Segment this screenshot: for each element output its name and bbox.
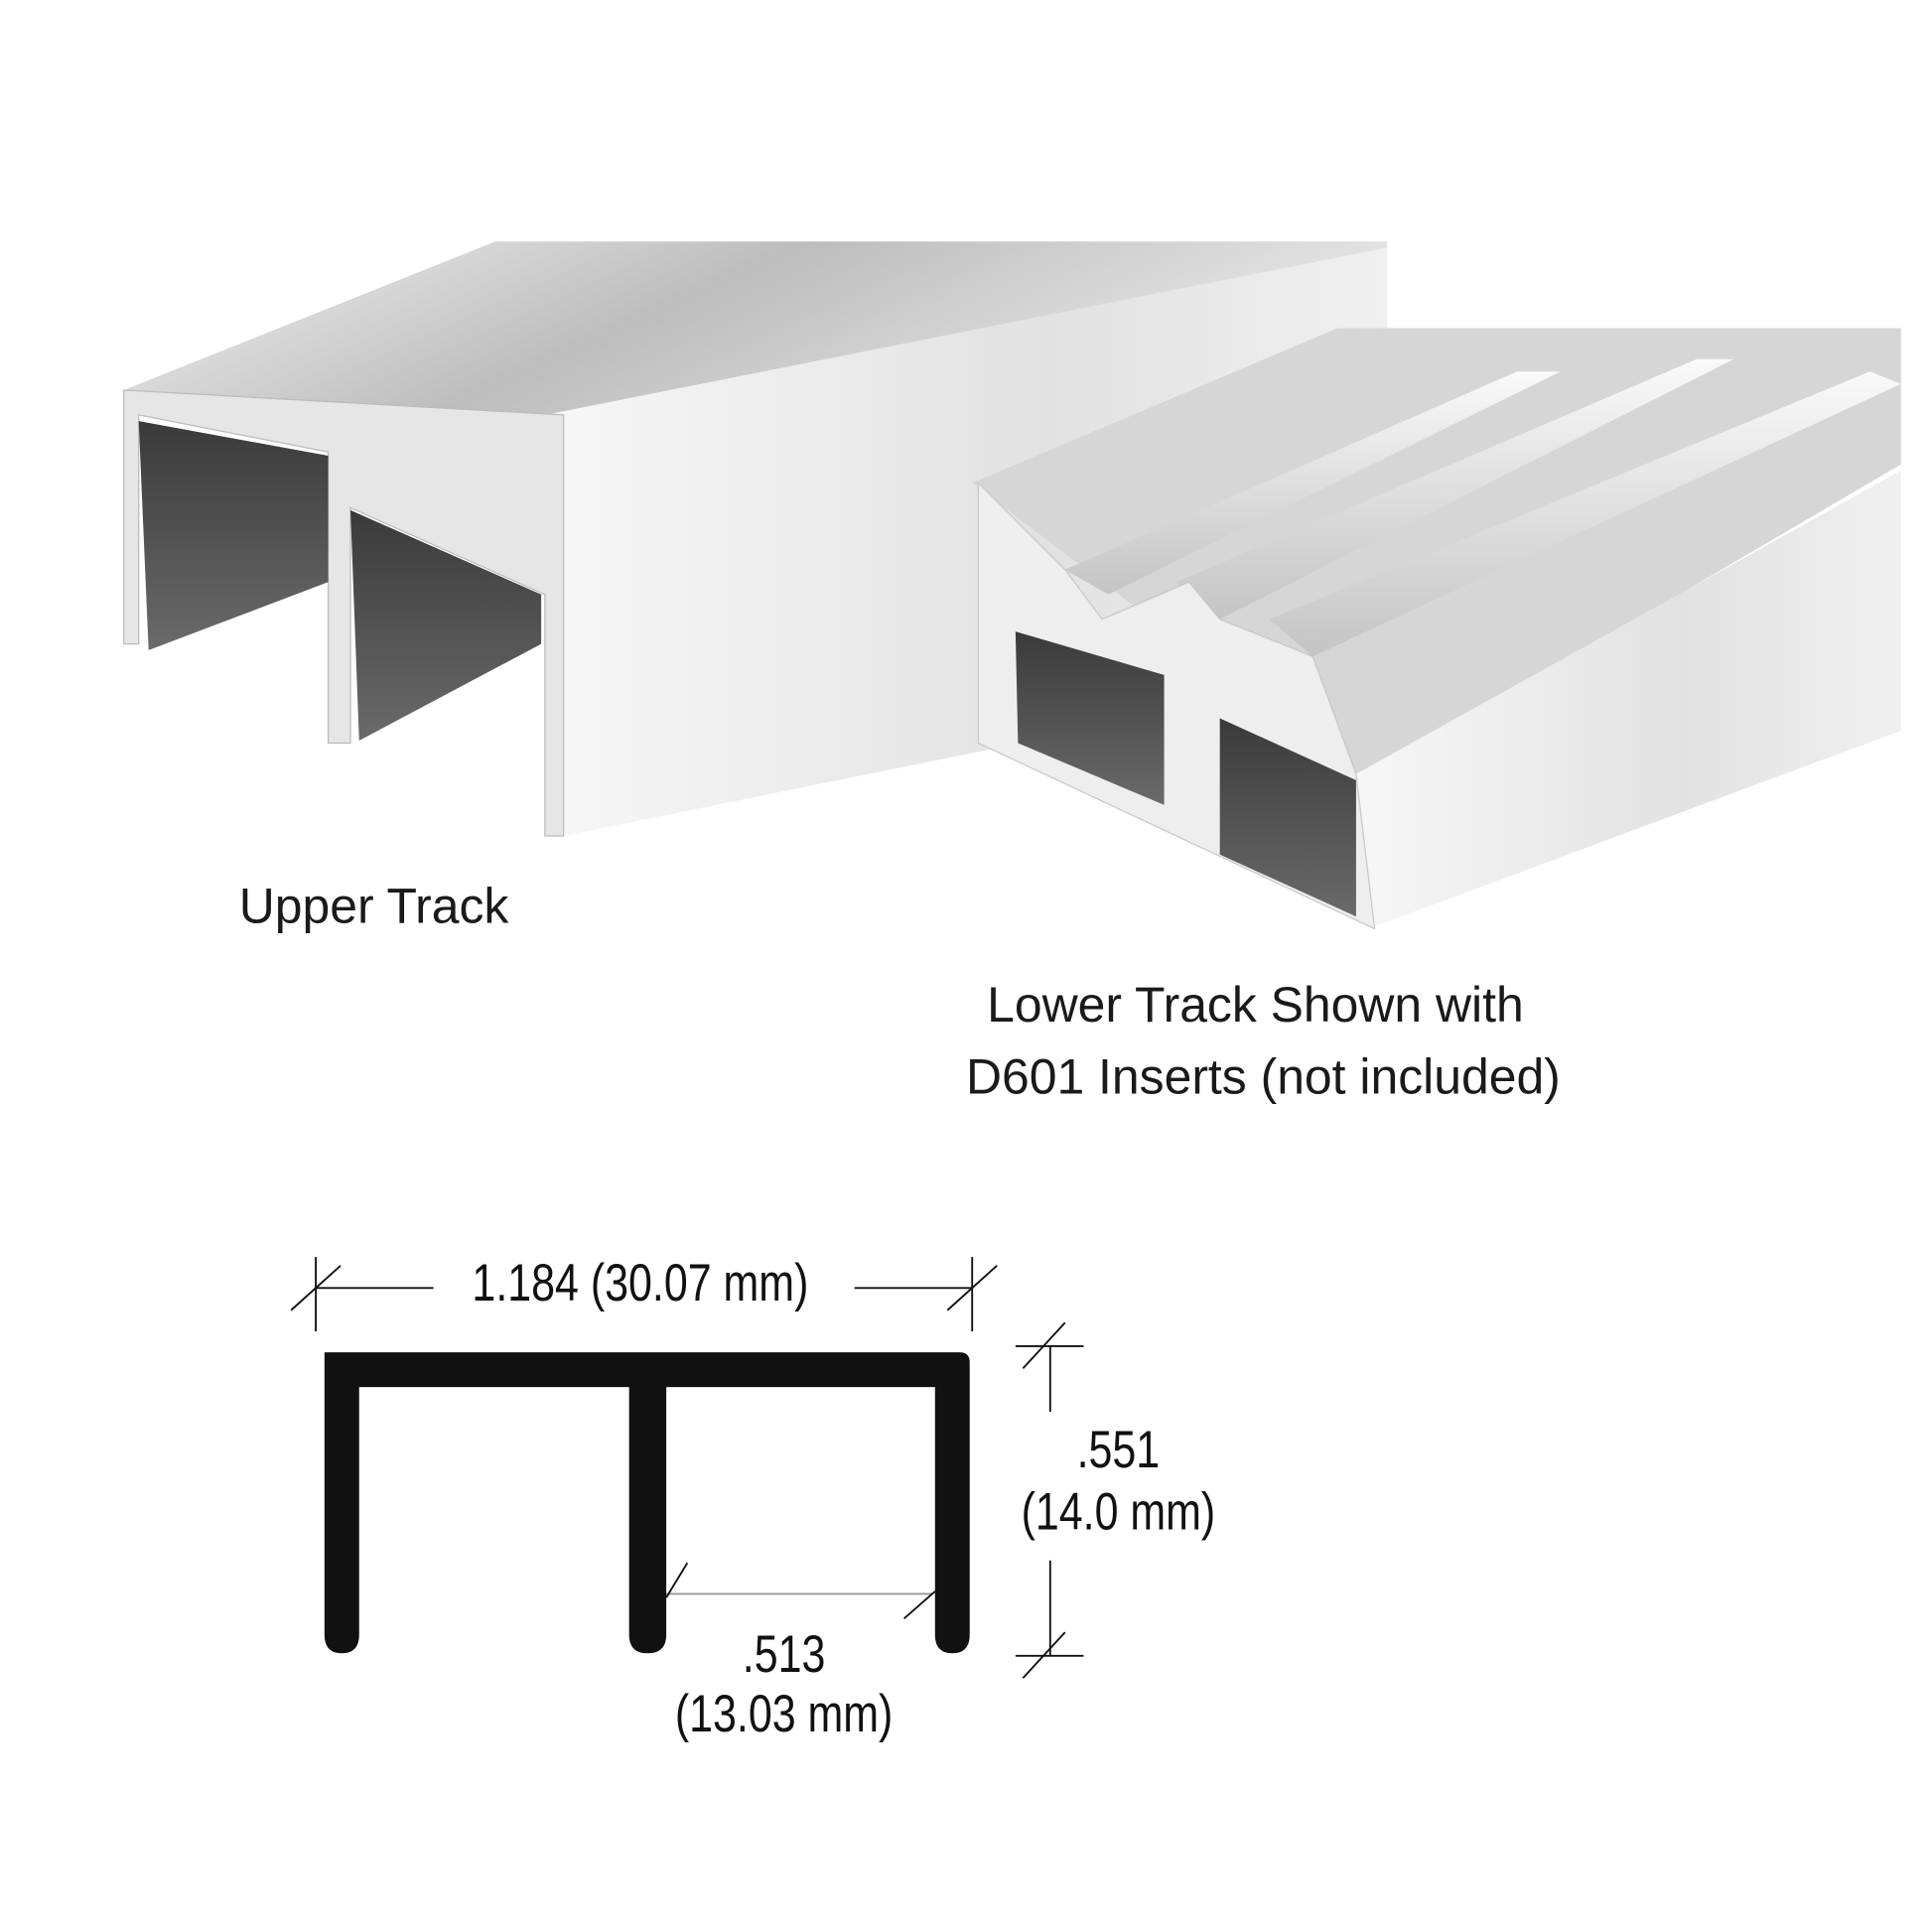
lower-track-caption-line1: Lower Track Shown with — [987, 977, 1524, 1033]
upper-track-caption: Upper Track — [239, 878, 510, 933]
channel-dimension-mm: (13.03 mm) — [675, 1686, 894, 1743]
width-dimension: 1.184 (30.07 mm) — [472, 1255, 808, 1312]
height-dimension-in: .551 — [1077, 1422, 1161, 1479]
dimension-lines — [290, 1257, 1084, 1679]
lower-track-caption-line2: D601 Inserts (not included) — [966, 1048, 1561, 1104]
channel-dimension-in: .513 — [743, 1626, 826, 1684]
height-dimension-mm: (14.0 mm) — [1022, 1484, 1216, 1542]
track-profile-drawing — [324, 1352, 970, 1654]
lower-track-image — [972, 328, 1901, 930]
upper-track-image — [123, 241, 1388, 837]
